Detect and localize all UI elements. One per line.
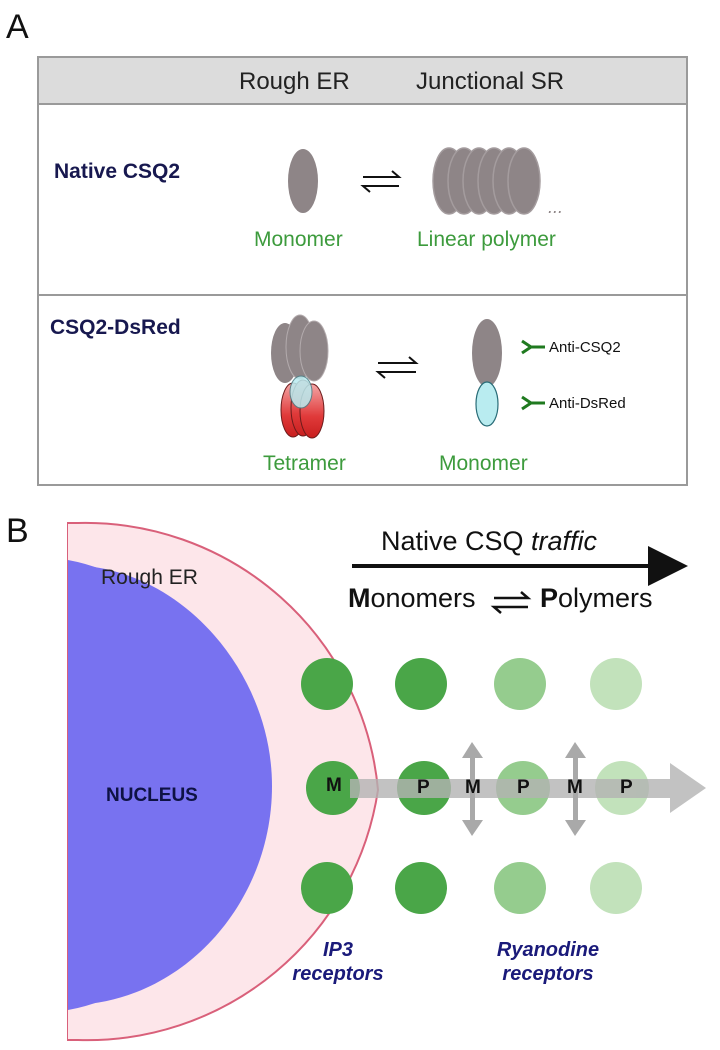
label-m2: M <box>465 777 481 798</box>
linear-polymer-shape <box>432 147 541 215</box>
dot-bot-1 <box>301 862 353 914</box>
panel-b-letter: B <box>6 512 29 550</box>
panel-a-letter: A <box>6 8 29 46</box>
anti-dsred-antibody-icon <box>521 395 545 411</box>
monomers-bold-initial: M <box>348 583 371 613</box>
label-p2: P <box>517 777 530 798</box>
header-junctional-sr: Junctional SR <box>416 68 565 95</box>
polymers-label: Polymers <box>540 583 653 614</box>
ryr-line1: Ryanodine <box>496 939 600 961</box>
row1-equilibrium-arrows <box>360 170 402 193</box>
rough-er-label: Rough ER <box>101 566 198 589</box>
dot-bot-4 <box>590 862 642 914</box>
dot-top-4 <box>590 658 642 710</box>
csq2-monomer-shape <box>472 319 502 387</box>
label-p3: P <box>620 777 633 798</box>
monomers-polymers-equilibrium-icon <box>490 591 532 614</box>
dsred-monomer-shape <box>475 381 499 427</box>
dot-mid-1 <box>306 761 360 815</box>
label-m1: M <box>326 775 342 796</box>
anti-csq2-antibody-icon <box>521 339 545 355</box>
tetramer-shape <box>271 314 329 439</box>
nucleus-label: NUCLEUS <box>106 785 198 806</box>
dot-top-1 <box>301 658 353 710</box>
vertical-exchange-arrow-2 <box>565 742 586 836</box>
ip3-line1: IP3 <box>322 939 354 961</box>
label-m3: M <box>567 777 583 798</box>
ip3-line2: receptors <box>292 963 384 985</box>
nucleus-shape <box>68 565 272 1005</box>
row-divider <box>39 294 686 296</box>
dot-bot-3 <box>494 862 546 914</box>
ryr-line2: receptors <box>502 963 594 985</box>
traffic-title-plain: Native CSQ <box>381 526 532 556</box>
vertical-exchange-arrow-1 <box>462 742 483 836</box>
polymers-rest: olymers <box>558 583 653 613</box>
dot-top-3 <box>494 658 546 710</box>
row2-tetramer-caption: Tetramer <box>263 452 346 475</box>
row1-linear-polymer-caption: Linear polymer <box>417 228 556 251</box>
polymers-bold-initial: P <box>540 583 559 613</box>
anti-csq2-label: Anti-CSQ2 <box>549 339 621 356</box>
monomers-rest: onomers <box>370 583 476 613</box>
row1-label-native-csq2: Native CSQ2 <box>54 160 181 183</box>
panel-a-table: Rough ER Junctional SR <box>37 56 688 486</box>
native-csq-traffic-title: Native CSQ traffic <box>381 526 597 557</box>
polymer-ellipsis: ... <box>548 197 563 217</box>
row2-label-csq2-dsred: CSQ2-DsRed <box>50 316 181 339</box>
header-rough-er: Rough ER <box>239 68 350 95</box>
label-p1: P <box>417 777 430 798</box>
dot-top-2 <box>395 658 447 710</box>
monomers-label: Monomers <box>348 583 476 614</box>
anti-dsred-label: Anti-DsRed <box>549 395 626 412</box>
ip3-receptors-label: IP3 receptors <box>283 938 393 986</box>
row2-monomer-caption: Monomer <box>439 452 528 475</box>
traffic-title-italic: traffic <box>531 526 598 556</box>
row1-monomer-caption: Monomer <box>254 228 343 251</box>
ryanodine-receptors-label: Ryanodine receptors <box>473 938 623 986</box>
table-header: Rough ER Junctional SR <box>39 58 686 105</box>
traffic-band-arrow <box>350 763 706 813</box>
row2-equilibrium-arrows <box>375 356 419 379</box>
dot-bot-2 <box>395 862 447 914</box>
native-monomer-shape <box>288 149 318 213</box>
